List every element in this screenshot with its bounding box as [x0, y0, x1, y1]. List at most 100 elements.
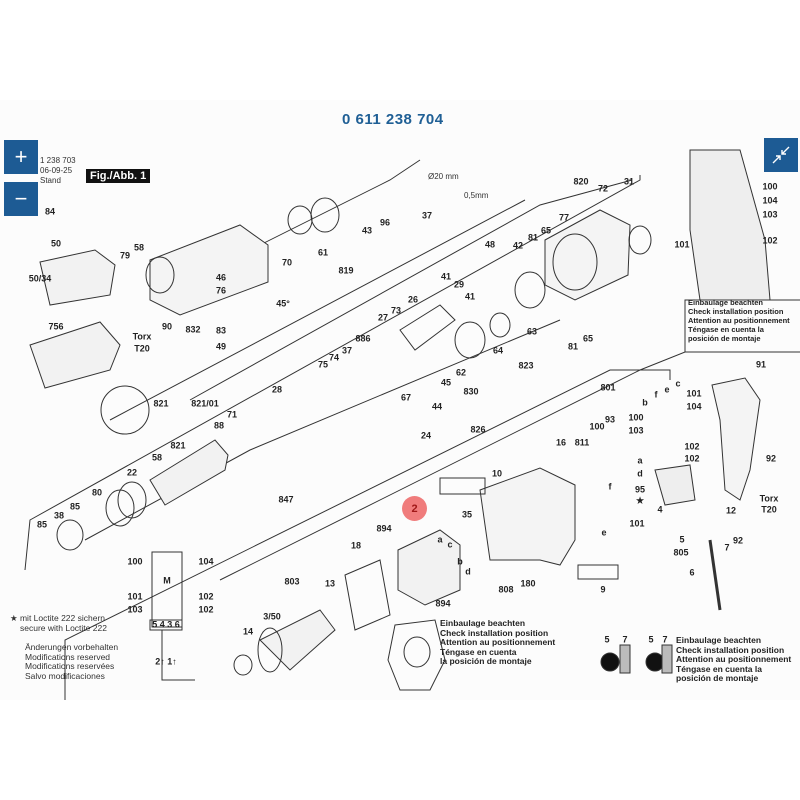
- part-number-label[interactable]: 35: [461, 509, 473, 520]
- part-number-label[interactable]: 93: [604, 414, 616, 425]
- part-number-label[interactable]: 823: [518, 360, 534, 371]
- part-number-label[interactable]: 95: [634, 484, 646, 495]
- part-number-label[interactable]: d: [637, 468, 643, 479]
- part-number-label[interactable]: 38: [53, 510, 65, 521]
- part-number-label[interactable]: 803: [284, 576, 300, 587]
- part-number-label[interactable]: 103: [628, 425, 644, 436]
- part-number-label[interactable]: 92: [732, 535, 744, 546]
- part-number-label[interactable]: 70: [281, 257, 293, 268]
- part-number-label[interactable]: 10: [491, 468, 503, 479]
- part-number-label[interactable]: 808: [498, 584, 514, 595]
- part-number-label[interactable]: 41: [440, 271, 452, 282]
- part-number-label[interactable]: c: [447, 539, 453, 550]
- part-number-label[interactable]: e: [664, 384, 670, 395]
- part-number-label[interactable]: e: [601, 527, 607, 538]
- part-number-label[interactable]: 43: [361, 225, 373, 236]
- part-number-label[interactable]: T20: [761, 504, 777, 515]
- part-number-label[interactable]: 73: [390, 305, 402, 316]
- part-number-label[interactable]: 821: [170, 440, 186, 451]
- part-number-label[interactable]: 847: [278, 494, 294, 505]
- part-number-label[interactable]: 14: [242, 626, 254, 637]
- part-number-label[interactable]: 26: [407, 294, 419, 305]
- part-number-label[interactable]: 29: [453, 279, 465, 290]
- part-number-label[interactable]: 5: [679, 534, 685, 545]
- part-number-label[interactable]: 819: [338, 265, 354, 276]
- part-number-label[interactable]: d: [465, 566, 471, 577]
- part-number-label[interactable]: 101: [686, 388, 702, 399]
- part-number-label[interactable]: 5: [648, 634, 654, 645]
- part-number-label[interactable]: 67: [400, 392, 412, 403]
- part-number-label[interactable]: 42: [512, 240, 524, 251]
- part-number-label[interactable]: 103: [127, 604, 143, 615]
- part-number-label[interactable]: 830: [463, 386, 479, 397]
- part-number-label[interactable]: 16: [555, 437, 567, 448]
- part-number-label[interactable]: 9: [600, 584, 606, 595]
- part-number-label[interactable]: 7: [622, 634, 628, 645]
- part-number-label[interactable]: 65: [582, 333, 594, 344]
- part-number-label[interactable]: 37: [421, 210, 433, 221]
- part-number-label[interactable]: 72: [597, 183, 609, 194]
- part-number-label[interactable]: 756: [48, 321, 64, 332]
- part-number-label[interactable]: 102: [762, 235, 778, 246]
- part-number-label[interactable]: 84: [44, 206, 56, 217]
- part-number-label[interactable]: 83: [215, 325, 227, 336]
- part-number-label[interactable]: 77: [558, 212, 570, 223]
- part-number-label[interactable]: Torx: [759, 493, 779, 504]
- part-number-label[interactable]: b: [457, 556, 463, 567]
- part-number-label[interactable]: 100: [589, 421, 605, 432]
- part-number-label[interactable]: 92: [765, 453, 777, 464]
- part-number-label[interactable]: 801: [600, 382, 616, 393]
- part-number-label[interactable]: 104: [198, 556, 214, 567]
- part-number-label[interactable]: 104: [686, 401, 702, 412]
- part-number-label[interactable]: 48: [484, 239, 496, 250]
- part-number-label[interactable]: 101: [674, 239, 690, 250]
- part-number-label[interactable]: 81: [527, 232, 539, 243]
- part-number-label[interactable]: 102: [684, 453, 700, 464]
- part-number-label[interactable]: b: [642, 397, 648, 408]
- part-number-label[interactable]: 71: [226, 409, 238, 420]
- part-number-label[interactable]: 103: [762, 209, 778, 220]
- part-number-label[interactable]: 22: [126, 467, 138, 478]
- part-number-label[interactable]: 79: [119, 250, 131, 261]
- part-number-label[interactable]: c: [675, 378, 681, 389]
- part-number-label[interactable]: 4: [657, 504, 663, 515]
- part-number-label[interactable]: 45°: [276, 298, 290, 309]
- part-number-label[interactable]: 821/01: [191, 398, 219, 409]
- part-number-label[interactable]: 180: [520, 578, 536, 589]
- part-number-label[interactable]: 88: [213, 420, 225, 431]
- part-number-label[interactable]: T20: [134, 343, 150, 354]
- part-number-label[interactable]: 90: [161, 321, 173, 332]
- part-number-label[interactable]: 24: [420, 430, 432, 441]
- part-number-label[interactable]: 7: [724, 542, 730, 553]
- part-number-label[interactable]: 12: [725, 505, 737, 516]
- part-number-label[interactable]: 75: [317, 359, 329, 370]
- part-number-label[interactable]: Torx: [132, 331, 152, 342]
- part-number-label[interactable]: 2↑ 1↑: [155, 656, 177, 667]
- zoom-out-button[interactable]: −: [4, 182, 38, 216]
- part-number-label[interactable]: 91: [755, 359, 767, 370]
- part-number-label[interactable]: 7: [662, 634, 668, 645]
- part-number-label[interactable]: 76: [215, 285, 227, 296]
- part-number-label[interactable]: a: [437, 534, 443, 545]
- part-number-label[interactable]: 821: [153, 398, 169, 409]
- part-number-label[interactable]: ★: [635, 495, 645, 506]
- part-number-label[interactable]: 28: [271, 384, 283, 395]
- part-number-label[interactable]: 811: [574, 437, 590, 448]
- part-number-label[interactable]: 46: [215, 272, 227, 283]
- part-number-label[interactable]: 894: [435, 598, 451, 609]
- part-number-label[interactable]: 100: [762, 181, 778, 192]
- part-number-label[interactable]: 96: [379, 217, 391, 228]
- part-number-label[interactable]: 3/50: [263, 611, 281, 622]
- part-number-label[interactable]: a: [637, 455, 643, 466]
- part-number-label[interactable]: 832: [185, 324, 201, 335]
- part-number-label[interactable]: 85: [69, 501, 81, 512]
- part-number-label[interactable]: 58: [151, 452, 163, 463]
- part-number-label[interactable]: 31: [623, 176, 635, 187]
- part-number-label[interactable]: 80: [91, 487, 103, 498]
- part-number-label[interactable]: M: [163, 575, 171, 586]
- part-number-label[interactable]: 61: [317, 247, 329, 258]
- part-number-label[interactable]: 50: [50, 238, 62, 249]
- part-number-label[interactable]: 44: [431, 401, 443, 412]
- part-number-label[interactable]: 5 4 3 6: [152, 619, 180, 630]
- part-number-label[interactable]: 886: [355, 333, 371, 344]
